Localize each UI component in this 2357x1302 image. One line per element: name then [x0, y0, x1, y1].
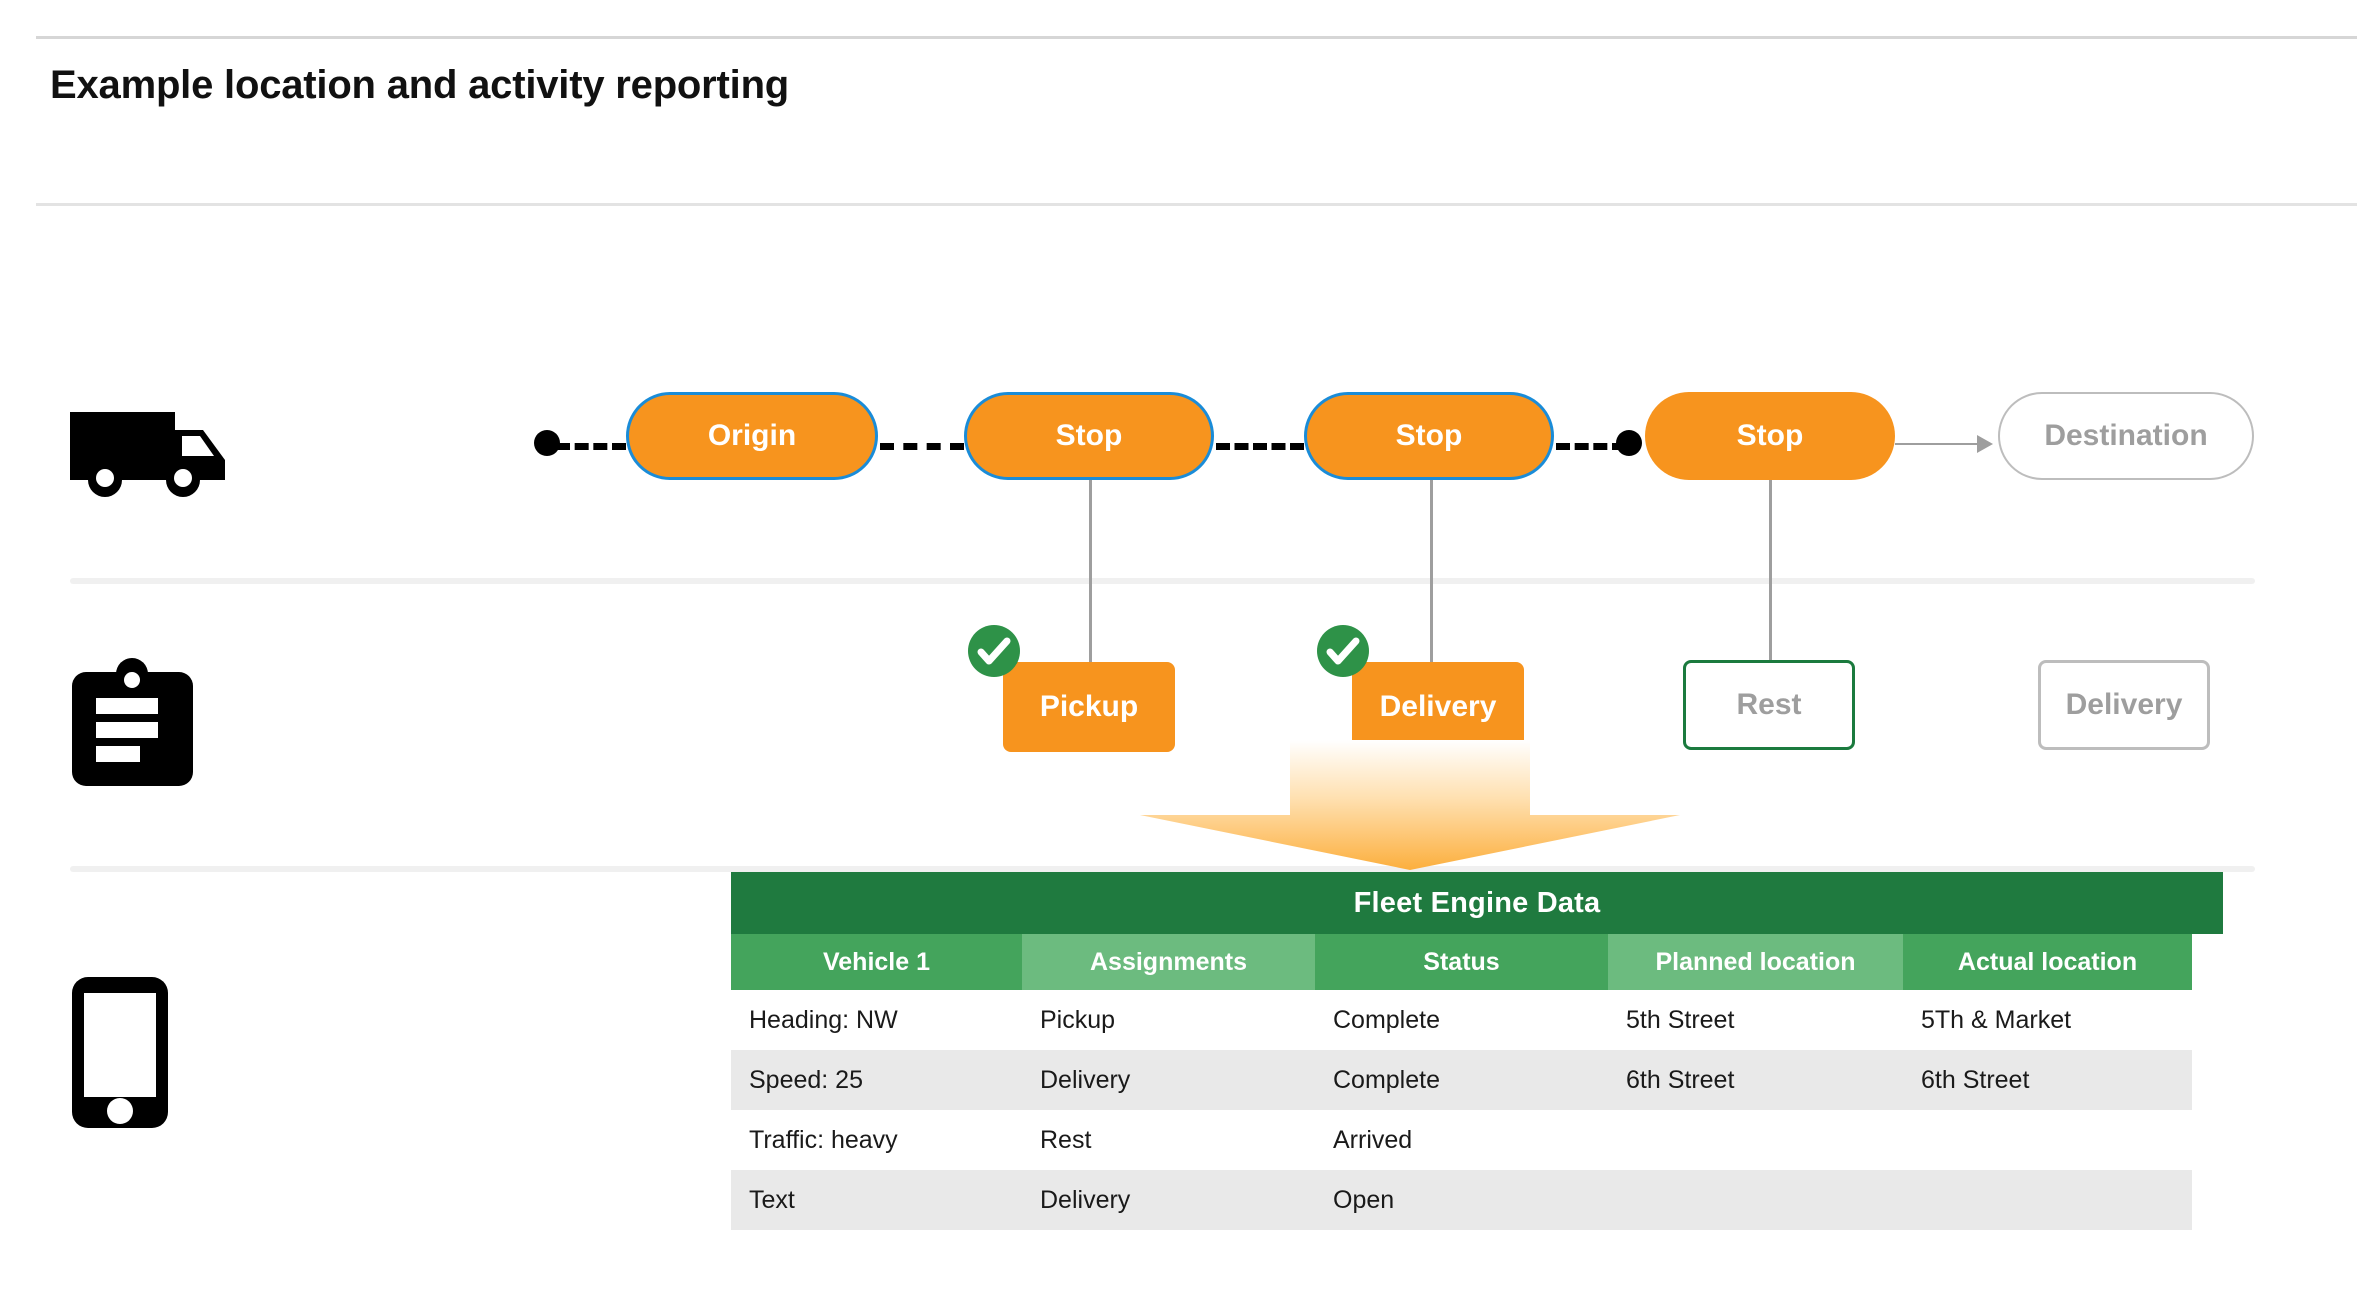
column-header-actual-location[interactable]: Actual location — [1903, 934, 2192, 990]
activity-delivery-complete[interactable]: Delivery — [1352, 662, 1524, 752]
route-node-stop-3[interactable]: Stop — [1645, 392, 1895, 480]
route-node-stop-2[interactable]: Stop — [1304, 392, 1554, 480]
cell-vehicle: Traffic: heavy — [749, 1125, 898, 1154]
cell-status: Complete — [1333, 1005, 1440, 1034]
route-start-dot — [534, 430, 560, 456]
truck-icon — [70, 408, 225, 498]
cell-assignment: Pickup — [1040, 1005, 1116, 1034]
cell-vehicle: Heading: NW — [749, 1005, 898, 1034]
route-node-label: Destination — [2044, 419, 2208, 452]
column-header-planned-location[interactable]: Planned location — [1608, 934, 1903, 990]
route-node-destination[interactable]: Destination — [1998, 392, 2254, 480]
connector-stop3-rest — [1769, 470, 1772, 660]
route-arrow-line — [1895, 443, 1983, 445]
connector-stop1-pickup — [1089, 470, 1092, 670]
top-divider — [36, 36, 2357, 39]
check-circle-icon-pickup — [968, 625, 1020, 677]
activity-rest[interactable]: Rest — [1683, 660, 1855, 750]
table-row: Speed: 25 Delivery Complete 6th Street 6… — [731, 1050, 2223, 1110]
route-node-label: Stop — [1736, 419, 1804, 452]
column-header-assignments[interactable]: Assignments — [1022, 934, 1315, 990]
down-arrow-icon — [1140, 740, 1680, 870]
route-dash-2 — [1216, 443, 1304, 450]
route-node-stop-1[interactable]: Stop — [964, 392, 1214, 480]
cell-planned-location: 5th Street — [1626, 1005, 1735, 1034]
cell-actual-location: 5Th & Market — [1921, 1005, 2072, 1034]
cell-planned-location — [1608, 1170, 1903, 1230]
activity-label: Pickup — [1039, 690, 1139, 723]
cell-actual-location: 6th Street — [1903, 1050, 2192, 1110]
activity-label: Rest — [1736, 688, 1802, 721]
cell-assignment: Delivery — [1022, 1170, 1315, 1230]
fleet-engine-data-table: Fleet Engine Data Vehicle 1 Assignments … — [731, 872, 2223, 1230]
route-node-label: Stop — [1395, 419, 1463, 452]
connector-stop2-delivery — [1430, 470, 1433, 670]
page-title: Example location and activity reporting — [50, 63, 790, 107]
activity-pickup[interactable]: Pickup — [1003, 662, 1175, 752]
table-row: Traffic: heavy Rest Arrived — [731, 1110, 2223, 1170]
route-arrow-head-icon — [1977, 435, 1993, 453]
table-row: Text Delivery Open — [731, 1170, 2223, 1230]
cell-status: Open — [1315, 1170, 1608, 1230]
row-divider-activity-device — [70, 866, 2255, 872]
cell-planned-location — [1608, 1110, 1903, 1170]
row-divider-vehicle-activity — [70, 578, 2255, 584]
route-dash-1 — [880, 443, 964, 450]
cell-planned-location: 6th Street — [1608, 1050, 1903, 1110]
mobile-phone-icon — [70, 975, 170, 1130]
route-node-origin[interactable]: Origin — [626, 392, 878, 480]
route-node-label: Stop — [1055, 419, 1123, 452]
column-header-status[interactable]: Status — [1315, 934, 1608, 990]
route-waypoint-dot — [1616, 430, 1642, 456]
table-row: Heading: NW Pickup Complete 5th Street 5… — [731, 990, 2223, 1050]
cell-actual-location — [1903, 1170, 2192, 1230]
activity-label: Delivery — [1379, 690, 1497, 723]
cell-actual-location — [1903, 1110, 2192, 1170]
cell-status: Arrived — [1333, 1125, 1413, 1154]
title-divider — [36, 203, 2357, 206]
clipboard-icon — [70, 658, 195, 788]
route-node-label: Origin — [707, 419, 797, 452]
cell-vehicle: Speed: 25 — [731, 1050, 1022, 1110]
activity-delivery-open[interactable]: Delivery — [2038, 660, 2210, 750]
table-header-row: Vehicle 1 Assignments Status Planned loc… — [731, 934, 2223, 990]
activity-label: Delivery — [2065, 688, 2183, 721]
check-circle-icon-delivery — [1317, 625, 1369, 677]
route-dash-0 — [556, 443, 626, 450]
cell-status: Complete — [1315, 1050, 1608, 1110]
cell-assignment: Rest — [1040, 1125, 1092, 1154]
table-title: Fleet Engine Data — [731, 872, 2223, 934]
cell-vehicle: Text — [731, 1170, 1022, 1230]
cell-assignment: Delivery — [1022, 1050, 1315, 1110]
column-header-vehicle[interactable]: Vehicle 1 — [731, 934, 1022, 990]
route-dash-3 — [1556, 443, 1626, 450]
